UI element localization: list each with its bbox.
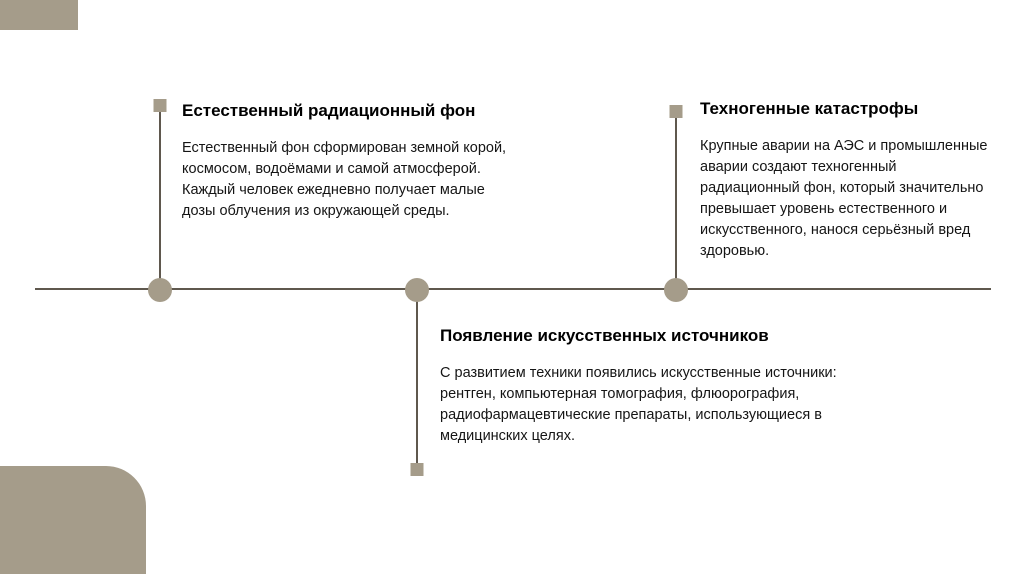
timeline-endcap-artificial-sources bbox=[410, 463, 424, 476]
timeline-node-natural-background bbox=[148, 278, 172, 302]
item-title: Естественный радиационный фон bbox=[182, 101, 476, 120]
item-body: Крупные аварии на АЭС и промышленные ава… bbox=[700, 138, 988, 259]
timeline-item-technogenic-catastrophes: Техногенные катастрофы Крупные аварии на… bbox=[700, 98, 1000, 262]
item-title: Техногенные катастрофы bbox=[700, 99, 919, 118]
corner-accent-bottom-left bbox=[0, 466, 146, 574]
timeline-endcap-technogenic-catastrophes bbox=[669, 105, 683, 118]
corner-accent-top-left bbox=[0, 0, 78, 30]
item-body: Естественный фон сформирован земной коро… bbox=[182, 140, 507, 219]
item-title: Появление искусственных источников bbox=[440, 326, 769, 345]
timeline-node-technogenic-catastrophes bbox=[664, 278, 688, 302]
timeline-endcap-natural-background bbox=[153, 99, 167, 112]
timeline-connector-artificial-sources bbox=[416, 290, 418, 465]
timeline-connector-technogenic-catastrophes bbox=[675, 111, 677, 289]
timeline-node-artificial-sources bbox=[405, 278, 429, 302]
timeline-item-natural-background: Естественный радиационный фон Естественн… bbox=[182, 100, 520, 222]
item-body: С развитием техники появились искусствен… bbox=[440, 365, 837, 444]
timeline-item-artificial-sources: Появление искусственных источников С раз… bbox=[440, 325, 892, 447]
timeline-connector-natural-background bbox=[159, 105, 161, 289]
timeline-axis bbox=[35, 288, 991, 290]
